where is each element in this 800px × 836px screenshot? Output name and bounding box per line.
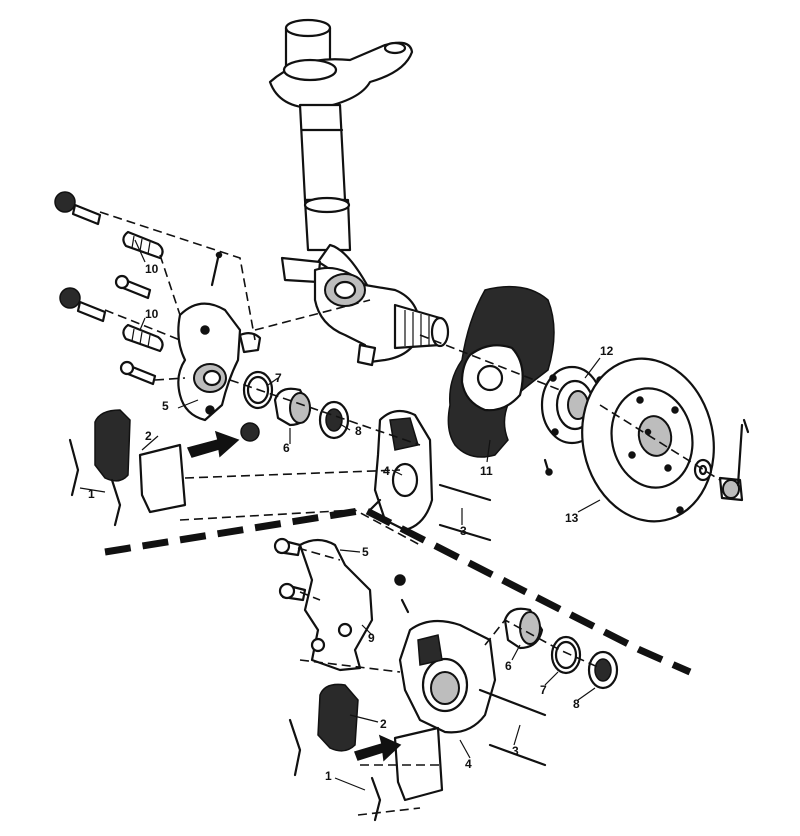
lower-caliper-housing: [398, 619, 497, 734]
lower-piston-and-seals: [503, 607, 619, 690]
label-4-lower: 4: [465, 757, 472, 771]
brake-disc: [581, 357, 715, 523]
label-8-upper: 8: [355, 424, 362, 438]
label-1-lower: 1: [325, 769, 332, 783]
dust-shield-backing-plate: [447, 285, 555, 458]
upper-caliper-housing: [368, 409, 434, 532]
upper-piston-and-seals: [240, 370, 350, 442]
label-leader-lines: [79, 239, 601, 791]
label-6-upper: 6: [283, 441, 290, 455]
label-2-upper: 2: [145, 429, 152, 443]
label-1-upper: 1: [88, 487, 95, 501]
label-3-upper: 3: [460, 524, 467, 538]
lower-brake-pads: [288, 683, 444, 822]
label-2-lower: 2: [380, 717, 387, 731]
assembly-separator-line: [104, 506, 692, 676]
label-13: 13: [565, 511, 579, 525]
label-8-lower: 8: [573, 697, 580, 711]
upper-guide-bolts: [54, 191, 223, 386]
lower-guide-pins: [478, 688, 547, 767]
upper-direction-arrow: [186, 430, 240, 458]
label-3-lower: 3: [512, 744, 519, 758]
label-7-upper: 7: [275, 371, 282, 385]
lower-direction-arrow: [354, 734, 402, 762]
hub-nut-and-cotter-pin: [693, 418, 750, 502]
label-10-upper: 10: [145, 262, 159, 276]
label-6-lower: 6: [505, 659, 512, 673]
upper-brake-pads: [68, 409, 187, 527]
suspension-strut: [268, 18, 450, 367]
label-4-upper: 4: [383, 464, 390, 478]
label-9-lower: 9: [368, 631, 375, 645]
label-10-lower: 10: [145, 307, 159, 321]
label-5-lower: 5: [362, 545, 369, 559]
lower-caliper-carrier: [273, 537, 410, 672]
lower-alignment-lines: [297, 547, 601, 816]
upper-caliper-carrier: [177, 302, 262, 422]
label-11: 11: [480, 464, 493, 478]
label-12: 12: [600, 344, 614, 358]
label-5-upper: 5: [162, 399, 169, 413]
part-number-labels: 10 10 5 7 6 8 2 1 4 3 11 12 13 5 9 6 7 8…: [88, 262, 614, 783]
label-7-lower: 7: [540, 683, 547, 697]
upper-guide-pins: [438, 483, 492, 542]
